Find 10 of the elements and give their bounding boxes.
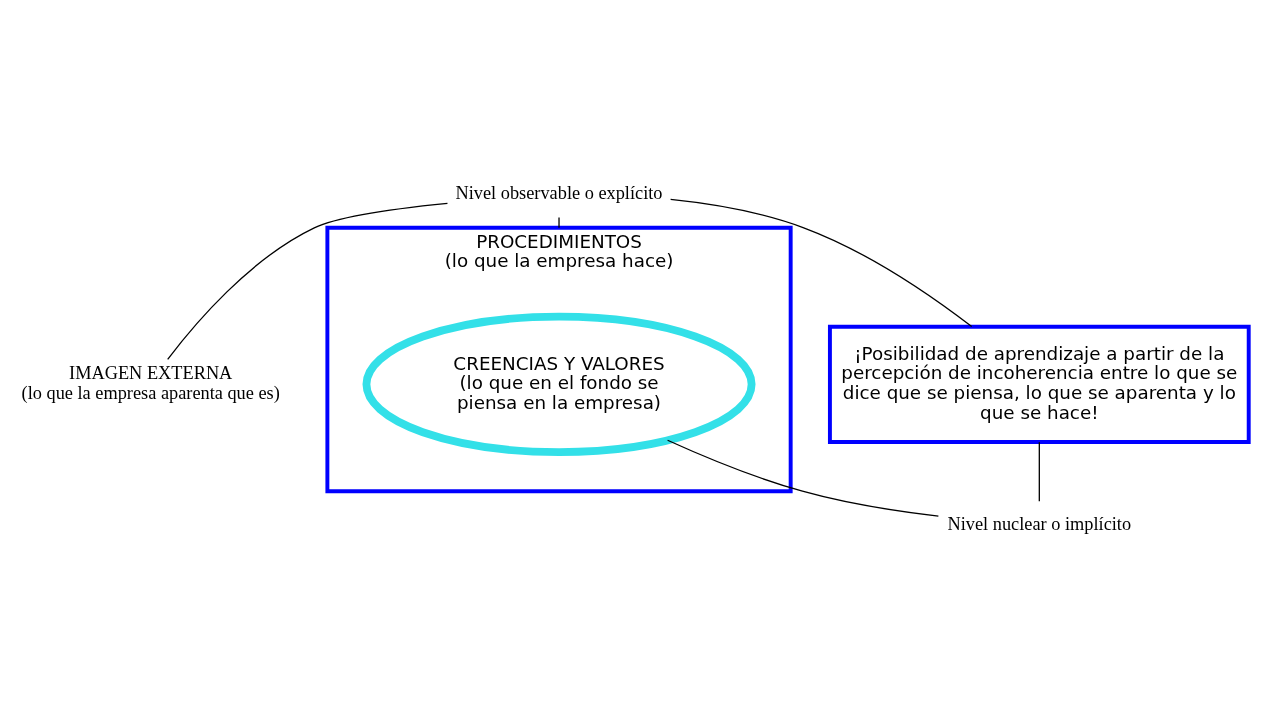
node-box: ¡Posibilidad de aprendizaje a partir de la percepción de incoherencia entre lo que se dice que se piensa, lo que se aparenta y lo que se hace!: [827, 324, 1251, 444]
node-text: IMAGEN EXTERNA (lo que la empresa aparenta que es): [21, 363, 280, 404]
node-text: Nivel observable o explícito: [455, 182, 663, 203]
connector: [666, 439, 940, 517]
node-text: Nivel nuclear o implícito: [947, 514, 1132, 535]
connector: [669, 198, 973, 328]
connector: [1038, 441, 1040, 502]
connector: [167, 202, 449, 360]
connector: [558, 216, 560, 229]
node-ellipse: CREENCIAS Y VALORES (lo que en el fondo se piensa en la empresa): [362, 312, 756, 456]
